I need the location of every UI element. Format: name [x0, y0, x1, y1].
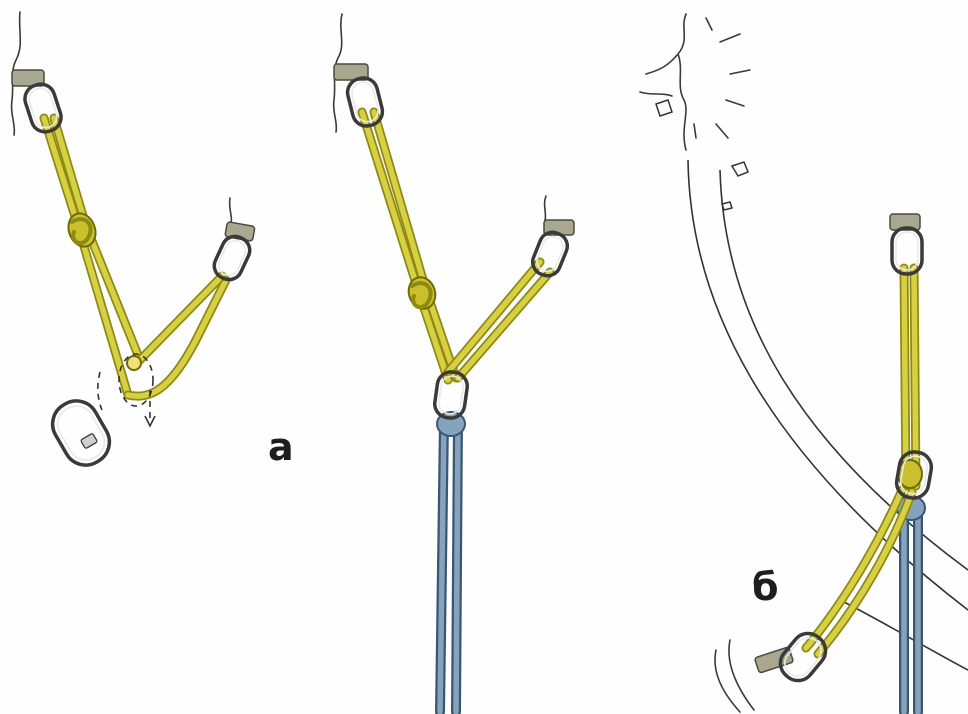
rock-chip-1: [656, 100, 672, 116]
cliff-edge-lines: [640, 92, 672, 96]
wall-curve-outer: [688, 160, 968, 610]
sling-strand-left-a-fill: [44, 118, 128, 395]
wall-curve-inner: [720, 170, 968, 570]
impact-mark-4: [726, 100, 744, 106]
impact-mark-1: [706, 18, 712, 30]
panel-label-b: б: [752, 568, 779, 606]
carabiner-path-dashes: [98, 372, 102, 410]
panel-a-drawing: [12, 12, 255, 473]
sling-diagonal-strand-1: [806, 490, 902, 648]
rope-strand-b-fill: [456, 420, 458, 712]
rock-chip-2: [732, 162, 748, 176]
sling-left-strand-2-fill: [374, 112, 456, 378]
impact-mark-3: [730, 70, 750, 74]
impact-mark-2: [720, 34, 740, 42]
panel-label-a: а: [268, 428, 294, 466]
sling-right-strand-2-fill: [458, 272, 550, 378]
carabiner-loose: [45, 393, 118, 473]
impact-mark-5: [716, 124, 728, 138]
carabiner-loose-gate: [80, 433, 97, 449]
impact-mark-6: [694, 124, 696, 138]
sling-left-strand-1-fill: [362, 112, 448, 380]
cliff-edge-top: [646, 14, 686, 150]
sling-right-strand-1-fill: [448, 262, 540, 372]
panel-middle-drawing: [334, 14, 574, 712]
sling-twist-point: [127, 356, 141, 370]
panel-b-drawing: [640, 14, 968, 712]
sling-strand-right-a: [128, 280, 226, 396]
sling-strand-left-b-fill: [54, 118, 140, 360]
sling-strand-right-a-fill: [128, 280, 226, 396]
sling-diagonal-strand-2: [818, 492, 912, 654]
carabiner-bottom-b: [774, 627, 832, 687]
ledge-lines: [715, 640, 754, 712]
